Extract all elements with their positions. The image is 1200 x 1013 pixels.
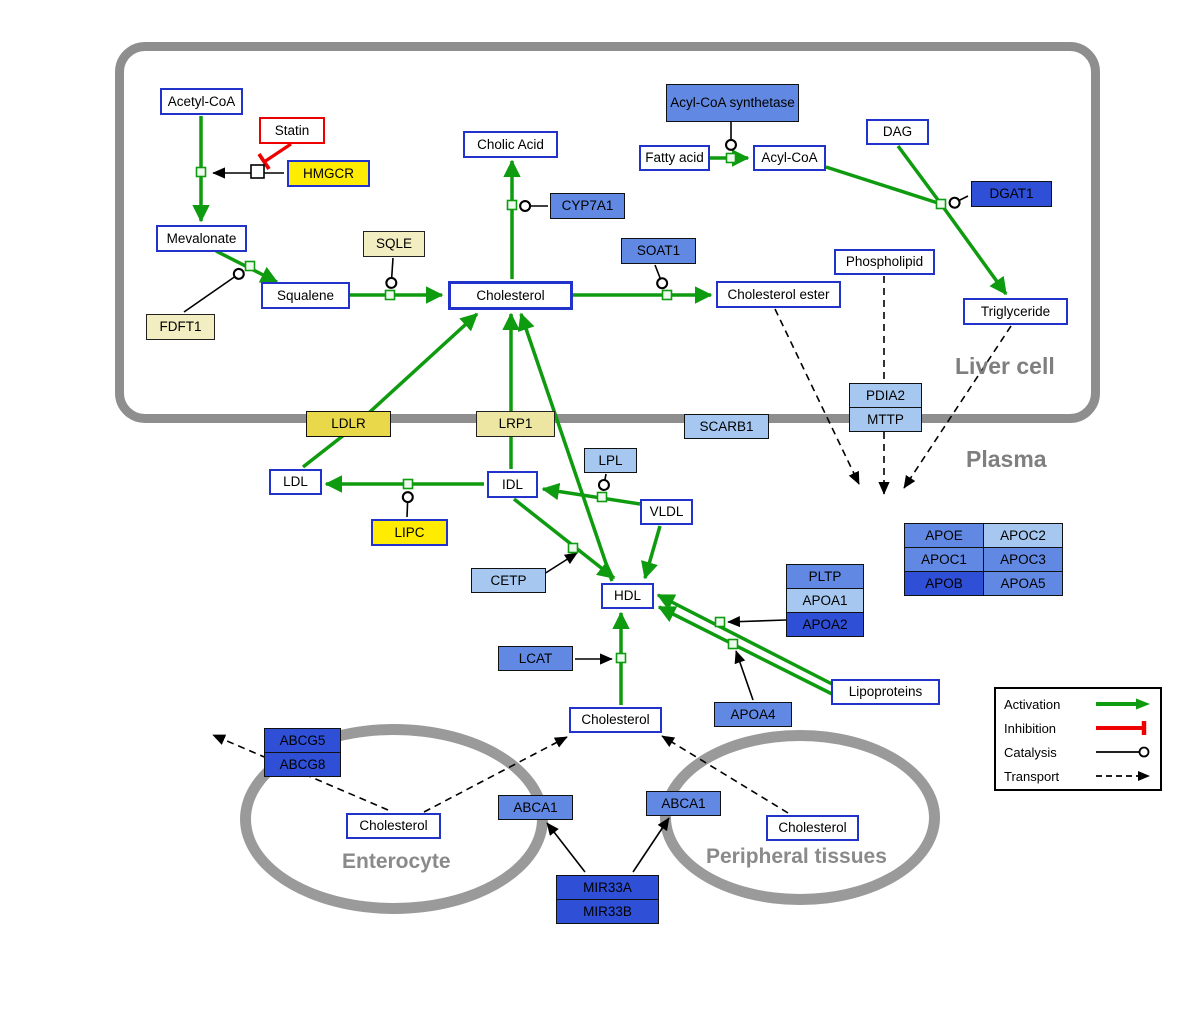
node-mir33a[interactable]: MIR33A — [556, 875, 659, 900]
activation-edges — [192, 116, 1008, 705]
legend-row-transport: Transport — [996, 764, 1160, 788]
node-ldlr[interactable]: LDLR — [306, 411, 391, 437]
legend-row-inhibition: Inhibition — [996, 716, 1160, 740]
node-soat1[interactable]: SOAT1 — [621, 238, 696, 264]
node-abcg5[interactable]: ABCG5 — [264, 728, 341, 753]
node-apoc2[interactable]: APOC2 — [983, 523, 1063, 548]
node-apob[interactable]: APOB — [904, 571, 984, 596]
node-mir33b[interactable]: MIR33B — [556, 899, 659, 924]
liver-cell-compartment — [115, 42, 1100, 423]
node-lipc[interactable]: LIPC — [371, 519, 448, 546]
node-statin[interactable]: Statin — [259, 117, 325, 144]
node-cetp[interactable]: CETP — [471, 568, 546, 593]
node-cholesterol-plasma[interactable]: Cholesterol — [569, 707, 662, 733]
enterocyte-label: Enterocyte — [342, 850, 451, 873]
legend-catalysis-label: Catalysis — [1004, 744, 1057, 760]
node-phospholipid[interactable]: Phospholipid — [834, 249, 935, 275]
node-dag[interactable]: DAG — [866, 119, 929, 145]
catalysis-circle-icon — [1096, 746, 1150, 758]
legend-activation-label: Activation — [1004, 696, 1061, 712]
legend-row-activation: Activation — [996, 692, 1160, 716]
node-dgat1[interactable]: DGAT1 — [971, 181, 1052, 207]
liver-cell-label: Liver cell — [955, 353, 1055, 379]
node-cholesterol-peripheral[interactable]: Cholesterol — [766, 815, 859, 841]
node-lcat[interactable]: LCAT — [498, 646, 573, 671]
anchor-nodes — [195, 152, 947, 664]
node-scarb1[interactable]: SCARB1 — [684, 414, 769, 439]
node-abcg8[interactable]: ABCG8 — [264, 752, 341, 777]
node-hdl[interactable]: HDL — [601, 583, 654, 609]
node-mevalonate[interactable]: Mevalonate — [156, 225, 247, 252]
plasma-label: Plasma — [966, 446, 1047, 472]
legend-transport-label: Transport — [1004, 768, 1060, 784]
node-apoa5[interactable]: APOA5 — [983, 571, 1063, 596]
transport-dashed-arrow-icon — [1096, 771, 1150, 781]
node-pdia2[interactable]: PDIA2 — [849, 383, 922, 408]
node-hmgcr[interactable]: HMGCR — [287, 160, 370, 187]
node-cholesterol-liver[interactable]: Cholesterol — [448, 281, 573, 310]
node-lrp1[interactable]: LRP1 — [476, 411, 555, 437]
node-squalene[interactable]: Squalene — [261, 282, 350, 309]
node-apoe[interactable]: APOE — [904, 523, 984, 548]
legend: Activation Inhibition Catalysis Transpor… — [994, 687, 1162, 791]
node-abca1-enterocyte[interactable]: ABCA1 — [498, 795, 573, 820]
node-cholesterol-ester[interactable]: Cholesterol ester — [716, 281, 841, 308]
node-acetyl-coa[interactable]: Acetyl-CoA — [160, 88, 243, 115]
node-pltp[interactable]: PLTP — [786, 564, 864, 589]
activation-arrow-icon — [1096, 698, 1150, 710]
node-idl[interactable]: IDL — [487, 471, 538, 498]
node-vldl[interactable]: VLDL — [640, 499, 693, 525]
node-acyl-coa-synthetase[interactable]: Acyl-CoA synthetase — [666, 84, 799, 122]
node-sqle[interactable]: SQLE — [363, 231, 425, 257]
node-apoc1[interactable]: APOC1 — [904, 547, 984, 572]
node-fdft1[interactable]: FDFT1 — [146, 314, 215, 340]
inhibition-edge — [257, 142, 292, 171]
node-apoc3[interactable]: APOC3 — [983, 547, 1063, 572]
node-triglyceride[interactable]: Triglyceride — [963, 298, 1068, 325]
node-cyp7a1[interactable]: CYP7A1 — [550, 193, 625, 219]
node-fatty-acid[interactable]: Fatty acid — [639, 145, 710, 171]
inhibition-tbar-icon — [1096, 721, 1147, 735]
node-apoa4[interactable]: APOA4 — [714, 702, 792, 727]
node-mttp[interactable]: MTTP — [849, 407, 922, 432]
catalysis-edges — [183, 122, 969, 518]
node-cholesterol-enterocyte[interactable]: Cholesterol — [346, 813, 441, 839]
peripheral-tissues-label: Peripheral tissues — [706, 845, 887, 868]
node-ldl[interactable]: LDL — [269, 469, 322, 495]
node-lpl[interactable]: LPL — [584, 448, 637, 473]
legend-row-catalysis: Catalysis — [996, 740, 1160, 764]
node-apoa2[interactable]: APOA2 — [786, 612, 864, 637]
regulation-arrows — [212, 167, 787, 873]
legend-inhibition-label: Inhibition — [1004, 720, 1057, 736]
statin-junction-square — [250, 164, 265, 179]
node-cholic-acid[interactable]: Cholic Acid — [463, 131, 558, 158]
node-acyl-coa[interactable]: Acyl-CoA — [753, 145, 826, 171]
node-lipoproteins[interactable]: Lipoproteins — [831, 679, 940, 705]
node-apoa1[interactable]: APOA1 — [786, 588, 864, 613]
node-abca1-peripheral[interactable]: ABCA1 — [646, 791, 721, 816]
